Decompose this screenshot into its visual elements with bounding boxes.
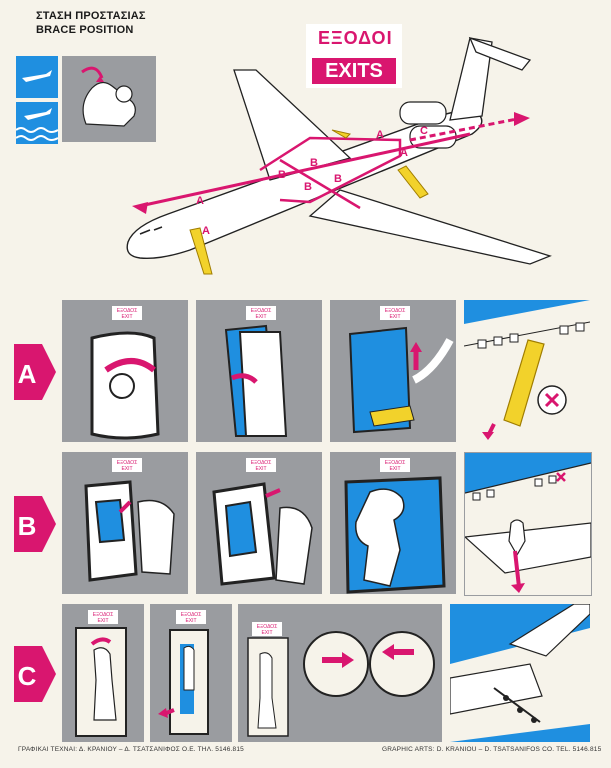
brace-title-english: BRACE POSITION: [36, 24, 134, 36]
wing-icon: [465, 522, 591, 574]
sign-a1-en: EXIT: [121, 314, 132, 320]
panel-a3-door-push: ΕΞΟΔΟΣ EXIT: [330, 300, 456, 442]
row-c-label: C: [14, 646, 58, 707]
exits-title-greek: ΕΞΟΔΟΙ: [318, 28, 393, 48]
row-b-label: B: [14, 496, 58, 557]
front-exit-arrow: [132, 202, 148, 214]
passenger-figure-icon: [355, 488, 405, 587]
escape-path-tail: [409, 116, 523, 142]
diagram-label-a-front-left: A: [196, 195, 204, 207]
left-arrow-icon: [158, 708, 168, 718]
diagram-label-a-rear-right: A: [400, 147, 408, 159]
detail-circle-2: [369, 631, 435, 697]
sign-b2-gr: ΕΞΟΔΟΣ: [251, 460, 272, 466]
tail-exit-arrow: [514, 112, 530, 126]
row-a-label: A: [14, 344, 58, 405]
aircraft-exit-diagram: A A B B B B A A C: [126, 36, 552, 275]
sign-b2-en: EXIT: [255, 466, 266, 472]
brace-position-title: ΣΤΑΣΗ ΠΡΟΣΤΑΣΙΑΣ BRACE POSITION: [36, 9, 146, 37]
sign-c3-gr: ΕΞΟΔΟΣ: [257, 624, 278, 630]
sign-a2-gr: ΕΞΟΔΟΣ: [251, 308, 272, 314]
water-waves-icon: [16, 127, 59, 141]
panel-c1-rear-door: ΕΞΟΔΟΣ EXIT: [62, 604, 144, 742]
passenger-figure-icon: [275, 506, 313, 585]
lift-arrow-icon: [410, 342, 422, 352]
tail-fin-icon: [508, 604, 590, 657]
door-icon: [238, 331, 288, 437]
door-icon: [348, 326, 412, 434]
sign-b3-gr: ΕΞΟΔΟΣ: [385, 460, 406, 466]
panel-b2-hatch-remove: ΕΞΟΔΟΣ EXIT: [196, 452, 322, 594]
panel-c3-tail-door: ΕΞΟΔΟΣ EXIT: [238, 604, 442, 742]
panel-b1-hatch-pull: ΕΞΟΔΟΣ EXIT: [62, 452, 188, 594]
detail-circle-1: [303, 631, 369, 697]
left-arrow-icon: [382, 644, 394, 660]
row-c-letter: C: [18, 661, 37, 691]
cross-icon: [556, 472, 566, 482]
brace-position-illustration: [16, 56, 156, 144]
sign-a3-gr: ΕΞΟΔΟΣ: [385, 308, 406, 314]
rotate-handle-arrow-icon: [104, 358, 156, 373]
escape-path-aisle: [139, 132, 471, 208]
rear-slide: [397, 165, 429, 199]
horizontal-tail: [468, 36, 532, 71]
engine-upper: [399, 101, 447, 125]
panel-c4-tail-stairs: [450, 604, 590, 742]
passenger-figure-icon: [508, 519, 526, 557]
sign-c2-en: EXIT: [185, 618, 196, 624]
brace-title-greek: ΣΤΑΣΗ ΠΡΟΣΤΑΣΙΑΣ: [36, 10, 146, 22]
sign-c1-en: EXIT: [97, 618, 108, 624]
vertical-tail: [449, 37, 493, 121]
panel-c2-corridor: ΕΞΟΔΟΣ EXIT: [150, 604, 232, 742]
plane-land-icon: [22, 70, 52, 82]
sign-c2-gr: ΕΞΟΔΟΣ: [181, 612, 202, 618]
fuselage: [126, 110, 483, 260]
bend-arrow-icon: [96, 76, 104, 82]
diagram-label-b-4: B: [334, 173, 342, 185]
pull-arrow-icon: [231, 373, 258, 384]
row-a-letter: A: [18, 359, 37, 389]
panel-b4-wing-exit: [464, 452, 592, 596]
diagram-label-b-3: B: [304, 181, 312, 193]
row-b-letter: B: [18, 511, 37, 541]
right-arrow-icon: [342, 652, 354, 668]
panel-a2-door-open: ΕΞΟΔΟΣ EXIT: [196, 300, 322, 442]
sign-b1-en: EXIT: [121, 466, 132, 472]
exits-title-english: EXITS: [312, 58, 396, 84]
sign-b3-en: EXIT: [389, 466, 400, 472]
front-slide: [189, 227, 213, 275]
passenger-figure-icon: [93, 647, 117, 721]
cross-icon: [544, 392, 560, 408]
down-arrow-icon: [482, 432, 494, 440]
down-arrow-icon: [511, 583, 525, 593]
bracing-person-icon: [82, 81, 136, 127]
footer-credit-greek: ΓΡΑΦΙΚΑΙ ΤΕΧΝΑΙ: Δ. ΚΡΑΝΙΟΥ – Δ. ΤΣΑΤΣΑΝ…: [18, 746, 244, 753]
sign-a3-en: EXIT: [389, 314, 400, 320]
diagram-label-a-front-right: A: [202, 225, 210, 237]
sign-a1-gr: ΕΞΟΔΟΣ: [117, 308, 138, 314]
diagram-label-a-rear-left: A: [376, 129, 384, 141]
tail-stairs-icon: [493, 687, 541, 723]
diagram-label-c-tail: C: [420, 125, 428, 137]
sign-b1-gr: ΕΞΟΔΟΣ: [117, 460, 138, 466]
diagram-label-b-1: B: [278, 169, 286, 181]
diagram-label-b-2: B: [310, 157, 318, 169]
evacuation-slide-icon: [503, 339, 545, 427]
panel-a4-slide: [464, 300, 590, 442]
footer-credit-english: GRAPHIC ARTS: D. KRANIOU – D. TSATSANIFO…: [382, 746, 602, 753]
panel-b3-climb-out: ΕΞΟΔΟΣ EXIT: [330, 452, 456, 594]
sign-a2-en: EXIT: [255, 314, 266, 320]
lower-wing: [308, 189, 552, 265]
sign-c1-gr: ΕΞΟΔΟΣ: [93, 612, 114, 618]
panel-a1-door-handle: ΕΞΟΔΟΣ EXIT: [62, 300, 188, 442]
sign-c3-en: EXIT: [261, 630, 272, 636]
passenger-figure-icon: [137, 499, 175, 575]
